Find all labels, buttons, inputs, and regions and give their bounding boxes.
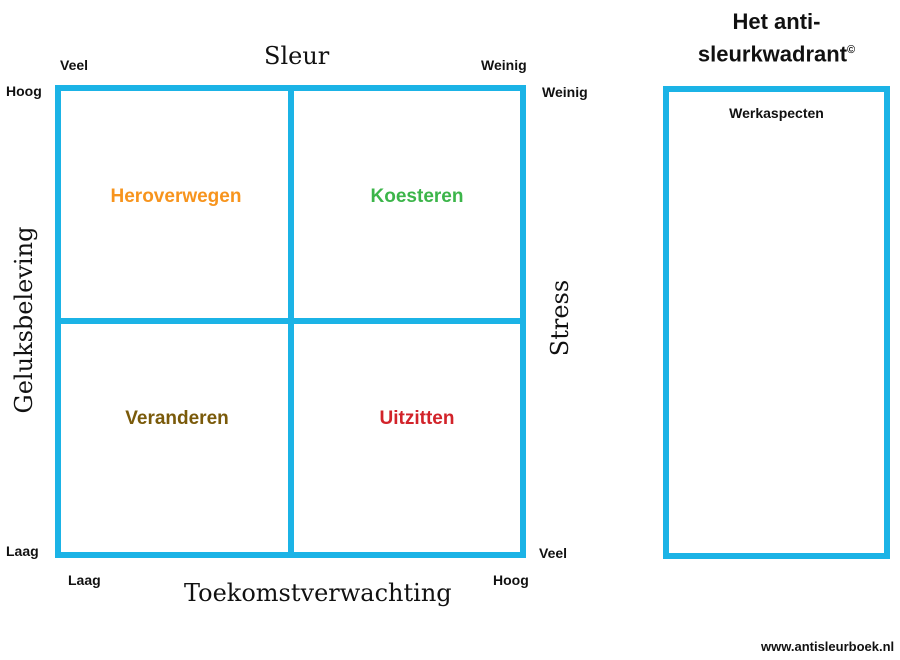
- panel-title-line2: sleurkwadrant©: [663, 36, 890, 68]
- left-bottom-end-label: Laag: [6, 543, 39, 559]
- quadrant-divider-horizontal: [55, 318, 526, 324]
- quadrant-label-koesteren: Koesteren: [370, 186, 464, 207]
- right-top-end-label: Weinig: [542, 84, 588, 100]
- top-left-end-label: Veel: [60, 57, 89, 73]
- top-right-end-label: Weinig: [481, 57, 527, 73]
- bottom-axis-title: Toekomstverwachting: [184, 579, 452, 607]
- werkaspecten-box: Werkaspecten: [663, 86, 890, 559]
- copyright-mark: ©: [847, 44, 856, 56]
- left-axis-title: Geluksbeleving: [10, 226, 38, 414]
- quadrant-label-heroverwegen: Heroverwegen: [110, 186, 242, 207]
- left-top-end-label: Hoog: [6, 83, 42, 99]
- quadrant-label-veranderen: Veranderen: [125, 408, 229, 429]
- werkaspecten-label: Werkaspecten: [729, 105, 824, 121]
- panel-title: Het anti- sleurkwadrant©: [663, 8, 890, 68]
- footer-url: www.antisleurboek.nl: [761, 639, 895, 654]
- quadrant-label-uitzitten: Uitzitten: [379, 408, 455, 429]
- top-axis-title: Sleur: [264, 42, 330, 70]
- bottom-right-end-label: Hoog: [493, 572, 529, 588]
- panel-title-line1: Het anti-: [732, 9, 821, 34]
- panel-title-line2-text: sleurkwadrant: [697, 41, 848, 67]
- right-axis-title: Stress: [546, 279, 574, 357]
- right-bottom-end-label: Veel: [539, 545, 568, 561]
- bottom-left-end-label: Laag: [68, 572, 101, 588]
